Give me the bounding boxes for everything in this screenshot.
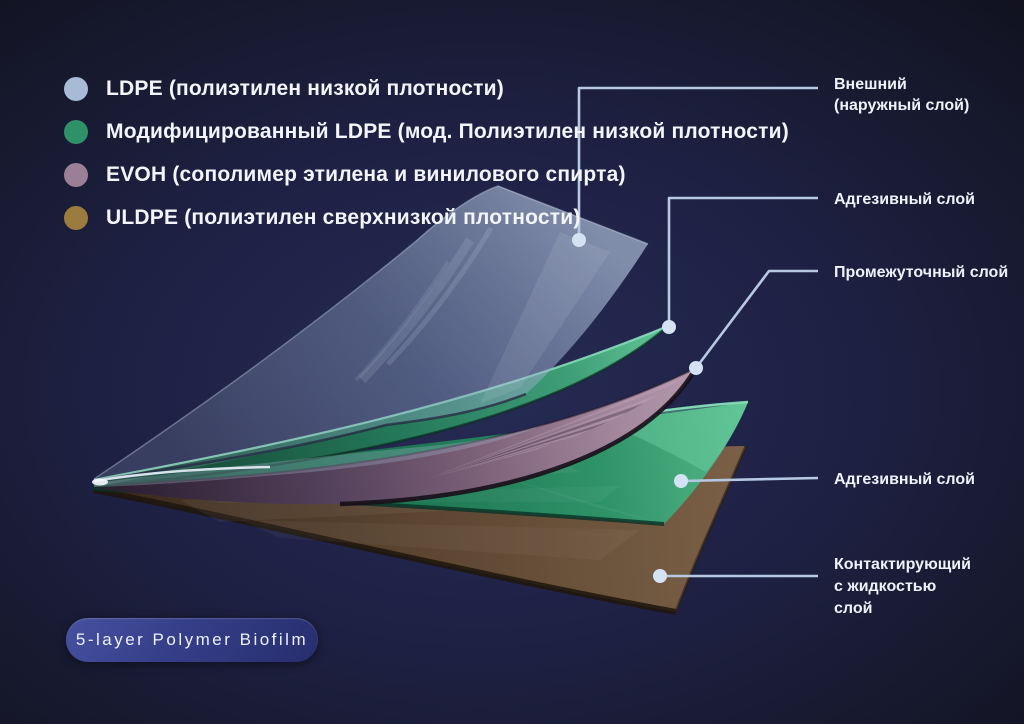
legend-label: Модифицированный LDPE (мод. Полиэтилен н… xyxy=(106,120,789,143)
legend-item-uldpe: ULDPE (полиэтилен сверхнизкой плотности) xyxy=(64,205,789,231)
callout-label-line: Внешний xyxy=(834,76,907,93)
callout-dots xyxy=(572,233,703,583)
callout-label-line: Адгезивный слой xyxy=(834,191,975,208)
callout-label-line: Адгезивный слой xyxy=(834,471,975,488)
evoh-fan-shadows xyxy=(430,403,644,478)
callout-line-adhesive-top xyxy=(667,196,818,327)
callout-label-adhesive-bottom: Адгезивный слой xyxy=(834,469,975,490)
legend-item-evoh: EVOH (сополимер этилена и винилового спи… xyxy=(64,162,789,188)
layer-outer-ldpe xyxy=(92,185,649,487)
callout-label-line: Промежуточный слой xyxy=(834,264,1009,281)
callout-lines xyxy=(577,86,819,578)
legend-label: LDPE (полиэтилен низкой плотности) xyxy=(106,77,504,100)
title-badge: 5-layer Polymer Biofilm xyxy=(66,618,318,662)
layer-intermediate-evoh xyxy=(93,366,698,507)
legend-label: EVOH (сополимер этилена и винилового спи… xyxy=(106,163,626,186)
callout-label-outer: Внешний (наружный слой) xyxy=(834,74,969,116)
legend-dot-uldpe xyxy=(64,206,88,230)
callout-label-line: Контактирующий xyxy=(834,556,971,573)
evoh-fan-highlights xyxy=(430,377,684,478)
callout-line-intermediate xyxy=(694,269,818,369)
callout-label-contact: Контактирующий с жидкостью слой xyxy=(834,554,971,620)
legend-item-modified-ldpe: Модифицированный LDPE (мод. Полиэтилен н… xyxy=(64,119,789,145)
title-badge-label: 5-layer Polymer Biofilm xyxy=(75,630,309,649)
legend-item-ldpe: LDPE (полиэтилен низкой плотности) xyxy=(64,76,789,102)
callout-label-adhesive-top: Адгезивный слой xyxy=(834,189,975,210)
callout-label-line: слой xyxy=(834,600,873,617)
legend-dot-evoh xyxy=(64,163,88,187)
legend-dot-ldpe xyxy=(64,77,88,101)
callout-line-adhesive-bottom xyxy=(680,476,819,483)
callout-label-line: (наружный слой) xyxy=(834,97,970,114)
legend: LDPE (полиэтилен низкой плотности) Модиф… xyxy=(64,76,789,248)
legend-dot-modified-ldpe xyxy=(64,120,88,144)
callout-line-outer xyxy=(577,86,818,240)
legend-label: ULDPE (полиэтилен сверхнизкой плотности) xyxy=(106,206,581,229)
callout-label-line: с жидкостью xyxy=(834,578,937,595)
callout-label-intermediate: Промежуточный слой xyxy=(834,262,1008,283)
